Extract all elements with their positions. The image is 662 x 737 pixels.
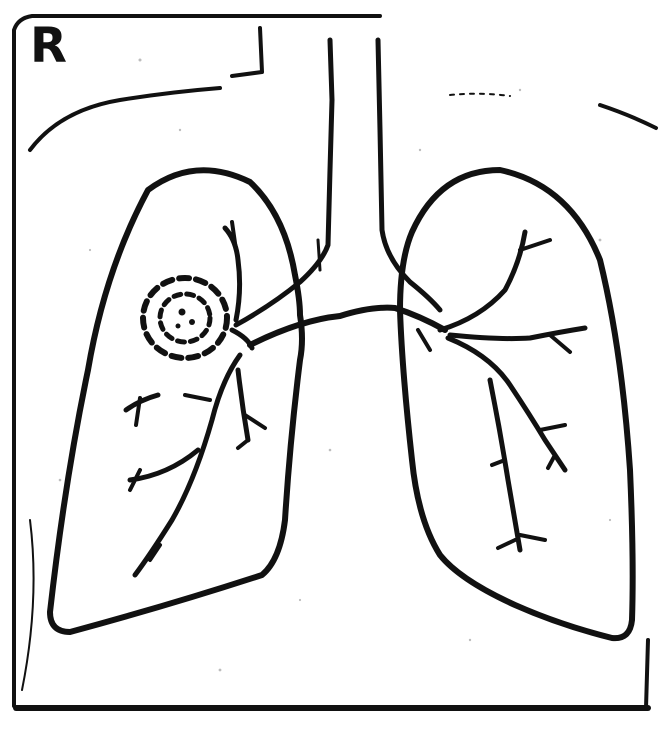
shoulder-lines xyxy=(30,88,656,150)
left-lung-outline xyxy=(400,170,633,638)
paper-speckle xyxy=(59,59,611,672)
lesion-dot xyxy=(189,319,195,325)
dotted-circular-lesion xyxy=(143,278,227,358)
bronchial-tree xyxy=(126,222,585,575)
right-lung-outline xyxy=(50,170,302,632)
label-box xyxy=(232,28,262,76)
trachea xyxy=(236,40,440,325)
lesion-dot xyxy=(176,324,181,329)
side-marker-label: R xyxy=(30,22,67,70)
lesion-dot xyxy=(179,309,186,316)
